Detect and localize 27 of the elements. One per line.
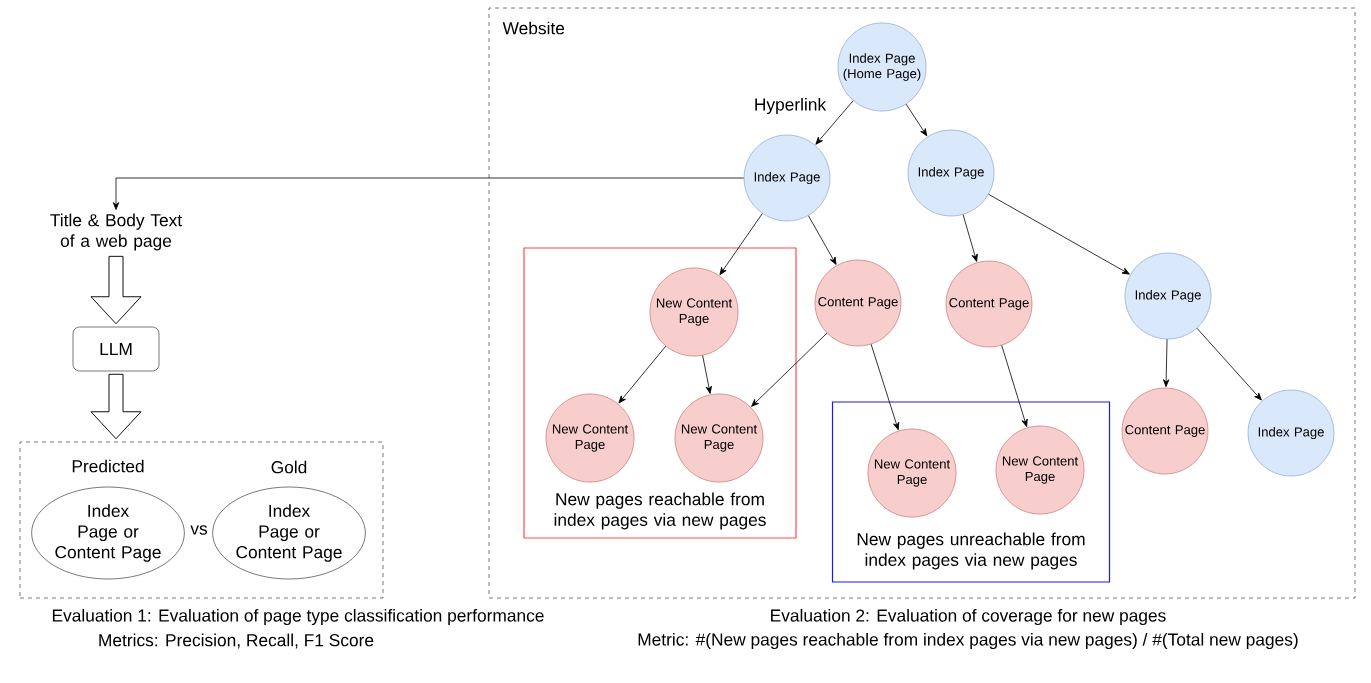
arrow [988,193,1130,275]
arrow [112,177,745,210]
annotation-text: Hyperlink [755,97,827,115]
block-arrow [90,373,142,440]
arrow [702,355,712,394]
arrow [962,214,978,262]
caption-text: Evaluation 1: Evaluation of page type classification performance [52,608,544,626]
process-box: LLM [72,326,160,372]
arrow [808,215,837,265]
arrow [618,345,667,404]
node-label: Predicted [72,459,144,473]
arrow [1001,344,1028,427]
dashed-frame [19,441,384,599]
input-text: Title & Body Text of a web page [50,213,182,251]
arrow [1163,338,1170,388]
arrow [905,103,928,137]
arrow [719,213,763,276]
arrow [870,343,900,431]
caption-text: Metric: #(New pages reachable from index pages via new pages) / #(Total new pages) [638,632,1298,650]
block-arrow [90,255,142,325]
arrow [815,100,854,145]
arrow [751,332,828,407]
node-label: Gold [271,460,307,474]
comparison-text: vs [190,525,208,535]
caption-text: Metrics: Precision, Recall, F1 Score [99,633,374,649]
caption-text: Evaluation 2: Evaluation of coverage for new pages [771,608,1166,626]
arrow [1196,327,1262,401]
